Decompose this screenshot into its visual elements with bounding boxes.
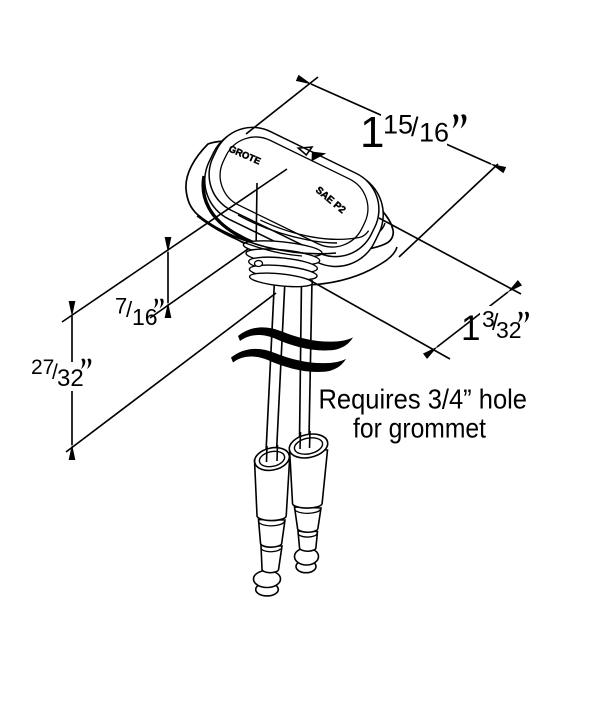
svg-text:7: 7 — [115, 294, 127, 319]
svg-text:32: 32 — [496, 317, 522, 343]
svg-text:27: 27 — [31, 356, 54, 379]
svg-text:3: 3 — [482, 306, 495, 332]
svg-text:15: 15 — [383, 110, 413, 140]
svg-text:32: 32 — [57, 365, 84, 392]
svg-text:/: / — [126, 297, 133, 322]
svg-text:for grommet: for grommet — [353, 413, 486, 444]
svg-text:1: 1 — [360, 108, 384, 157]
svg-text:16: 16 — [132, 304, 158, 330]
svg-text:/: / — [492, 309, 499, 335]
svg-text:/: / — [411, 112, 419, 142]
svg-text:Requires 3/4” hole: Requires 3/4” hole — [319, 384, 528, 415]
svg-text:1: 1 — [461, 309, 480, 348]
svg-text:16: 16 — [419, 118, 449, 148]
svg-text:/: / — [52, 361, 58, 384]
